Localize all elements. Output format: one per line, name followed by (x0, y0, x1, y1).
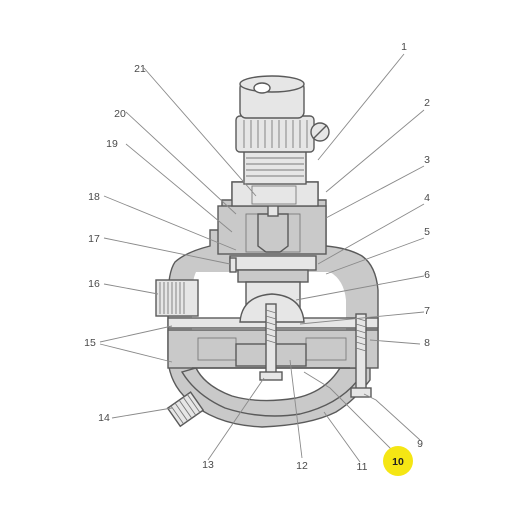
callout-6: 6 (424, 269, 430, 281)
knurled-collar (235, 115, 315, 153)
side-bolt-nut (350, 387, 372, 398)
leader-13 (207, 377, 265, 461)
seat-ring (229, 255, 317, 271)
center-bolt (259, 303, 283, 381)
leader-15b (99, 343, 173, 363)
callout-17: 17 (88, 233, 100, 245)
yoke-notch (251, 185, 297, 205)
callout-2: 2 (424, 97, 430, 109)
callout-15: 15 (84, 337, 96, 349)
leader-11 (323, 411, 361, 463)
callout-7: 7 (424, 305, 430, 317)
callout-8: 8 (424, 337, 430, 349)
callout-19: 19 (106, 138, 118, 150)
drain-fitting-thread (170, 394, 201, 425)
set-screw-slot (312, 124, 328, 140)
callout-4: 4 (424, 192, 430, 204)
leader-16 (103, 283, 159, 295)
leader-9 (363, 393, 421, 441)
drain-fitting (166, 391, 205, 428)
callout-11: 11 (357, 461, 368, 473)
leader-18 (103, 195, 237, 251)
leader-21 (143, 67, 257, 197)
leader-19 (125, 143, 233, 233)
callout-14: 14 (98, 412, 110, 424)
inlet-port (155, 279, 199, 317)
callout-5: 5 (424, 226, 430, 238)
leader-15a (99, 325, 173, 343)
callout-12: 12 (296, 460, 308, 472)
callout-3: 3 (424, 154, 430, 166)
callout-21: 21 (134, 63, 146, 75)
inlet-thread (159, 282, 185, 314)
callout-10-highlight (383, 446, 413, 476)
side-bolt (350, 313, 372, 398)
callout-10: 10 (392, 456, 404, 468)
callout-16: 16 (88, 278, 100, 290)
callout-labels: 1 2 3 4 5 6 7 8 9 10 11 12 13 14 15 16 1… (84, 41, 430, 476)
leader-1 (317, 53, 405, 161)
side-pin (229, 257, 237, 273)
coil-terminal (253, 82, 271, 94)
stem-guide (257, 213, 289, 253)
leader-14 (111, 407, 173, 419)
bolt-thread (265, 309, 277, 344)
leader-10 (303, 371, 395, 453)
coil-cap (239, 75, 305, 93)
leader-4 (317, 203, 425, 265)
neck-thread (246, 157, 304, 177)
leader-12 (289, 359, 303, 459)
leader-6 (295, 275, 425, 301)
callout-9: 9 (417, 438, 423, 450)
leader-2 (325, 109, 425, 193)
side-bolt-thread (355, 317, 367, 352)
leader-3 (325, 165, 425, 219)
leader-lines (99, 53, 425, 463)
callout-1: 1 (401, 41, 407, 53)
leader-7 (299, 311, 425, 325)
leader-5 (325, 237, 425, 275)
callout-20: 20 (114, 108, 126, 120)
leader-20 (125, 111, 237, 215)
leader-8 (369, 339, 421, 345)
actuator-neck (243, 149, 307, 185)
top-actuator (235, 75, 330, 185)
seat-insert (237, 269, 309, 283)
knurl-lines (243, 120, 308, 148)
leader-17 (103, 237, 231, 265)
bolt-nut (259, 371, 283, 381)
callout-18: 18 (88, 191, 100, 203)
callout-13: 13 (202, 459, 214, 471)
upper-internal-parts (217, 181, 327, 323)
inlet-port-body (155, 279, 199, 317)
